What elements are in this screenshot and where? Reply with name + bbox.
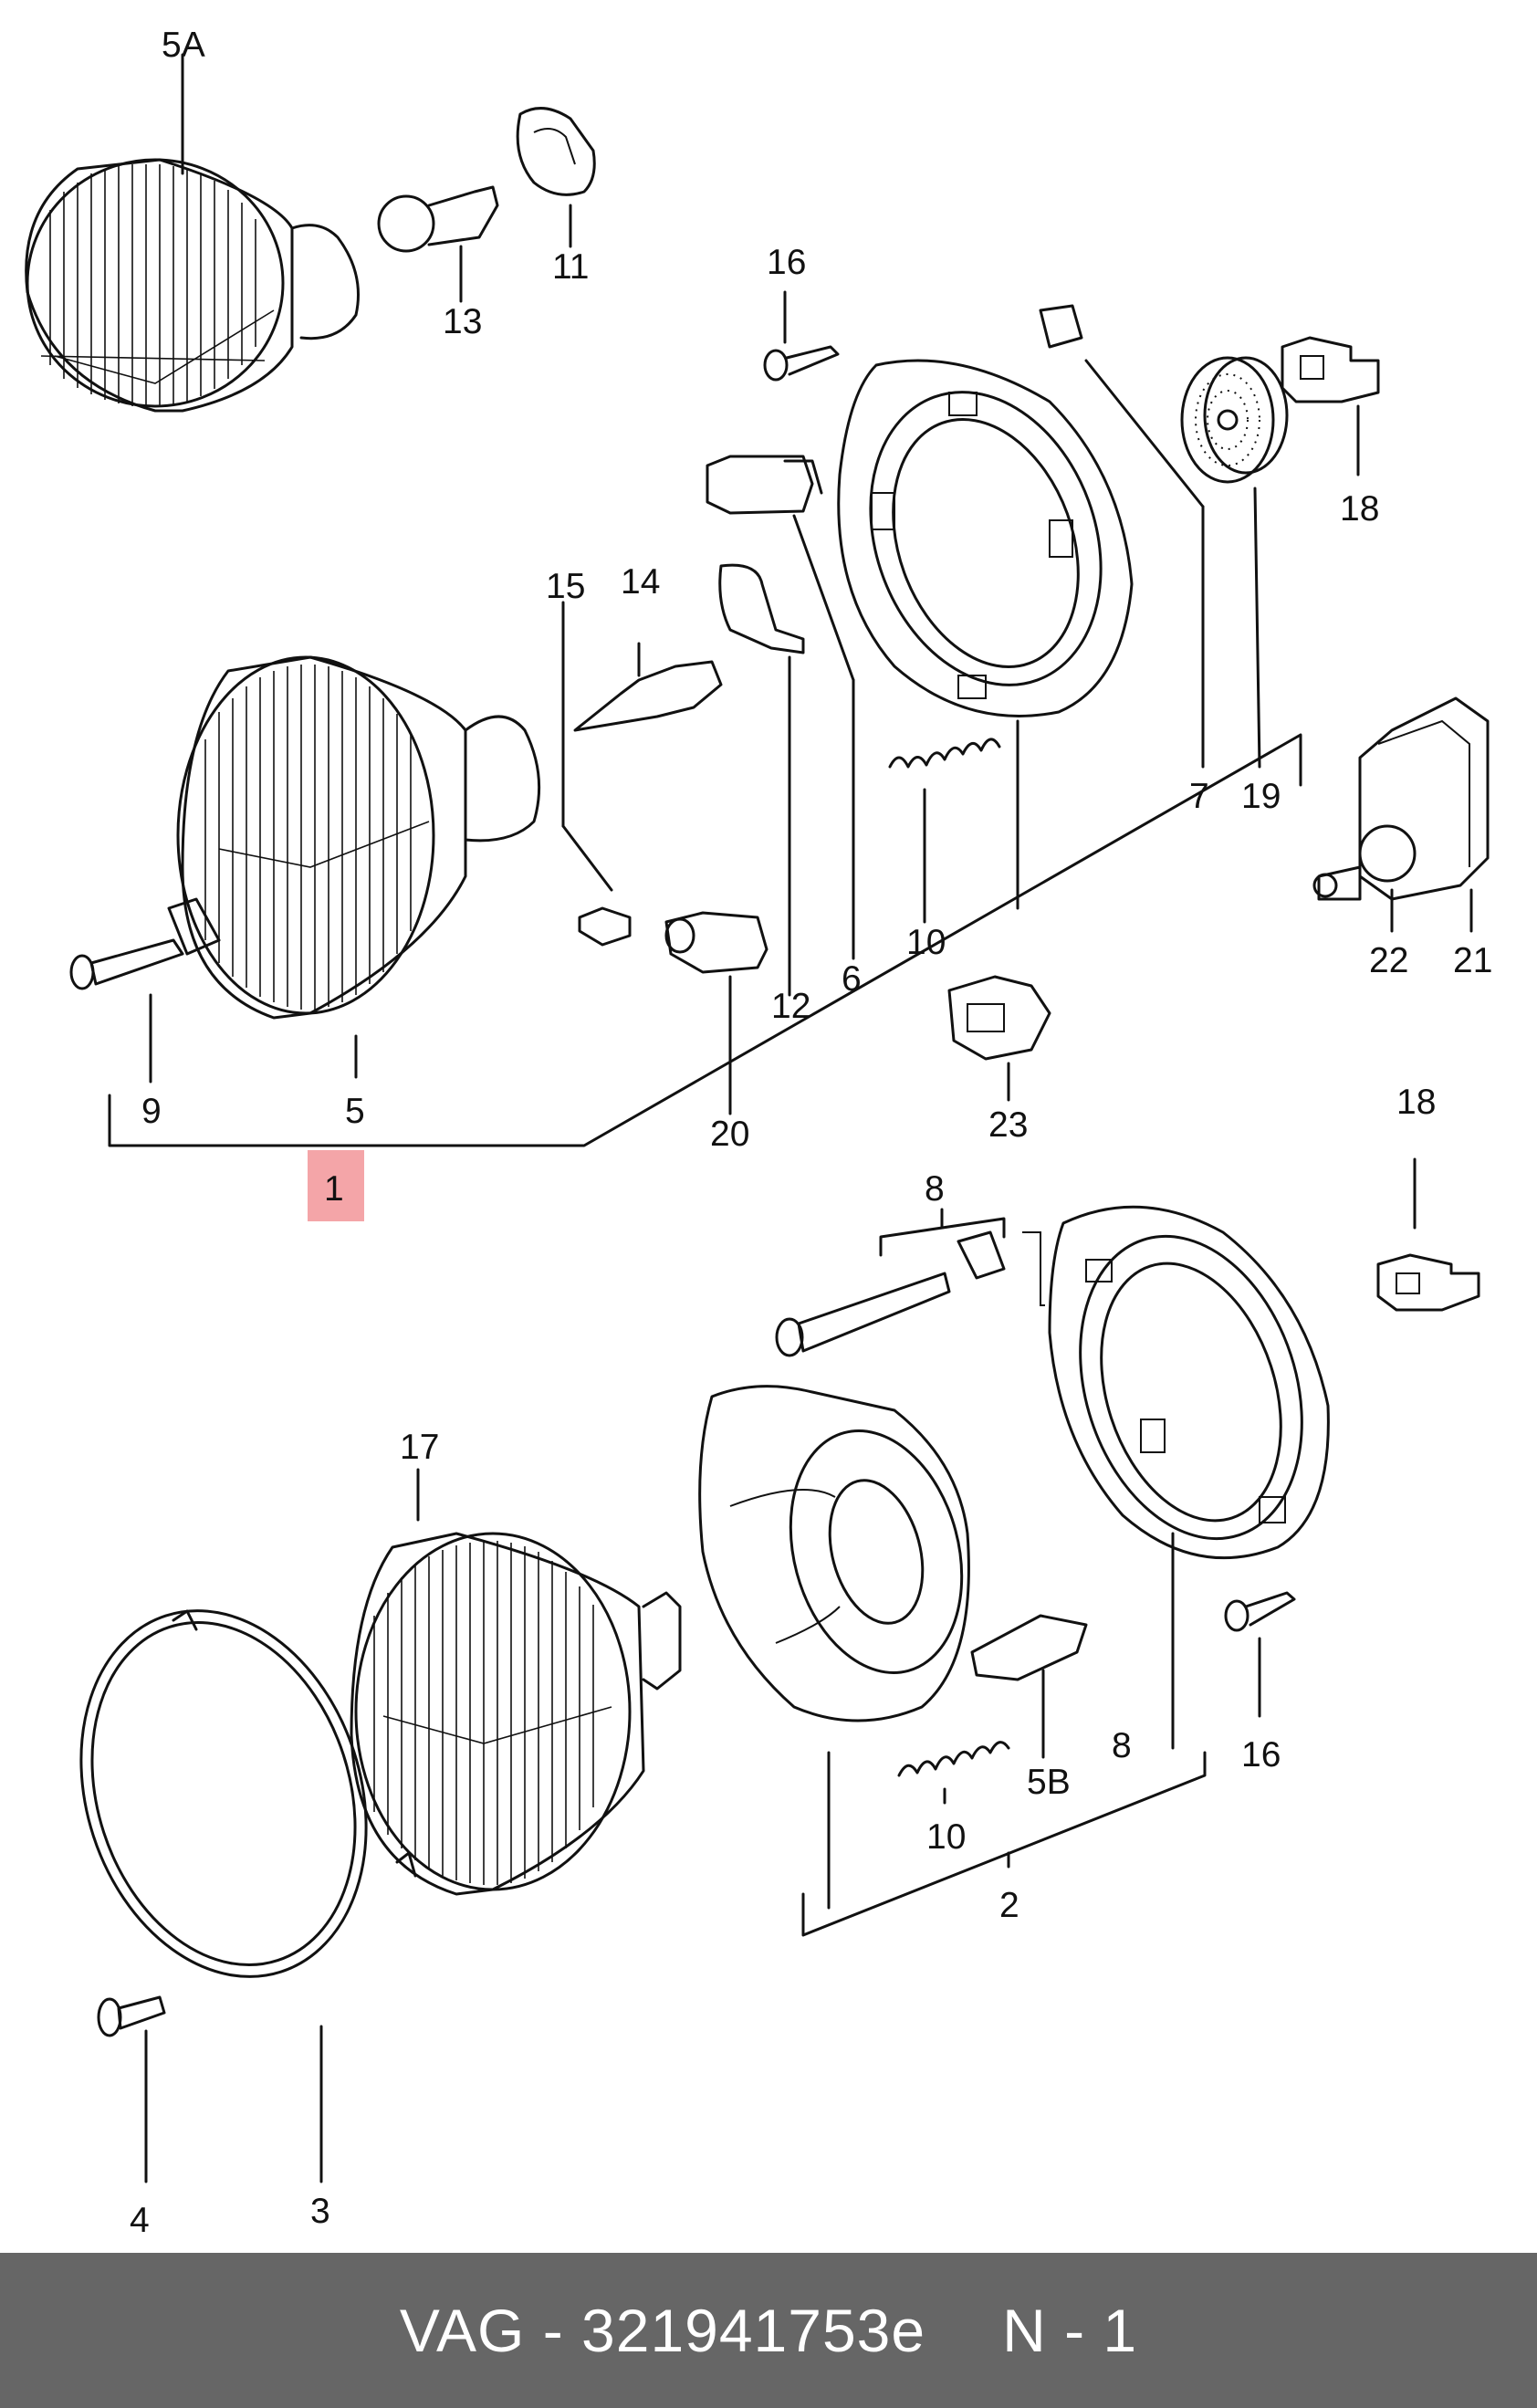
disc-19: [1180, 356, 1289, 769]
callout-11: 11: [552, 247, 590, 287]
holder-20: [664, 911, 768, 1115]
callout-10-lower: 10: [926, 1817, 966, 1857]
headlamp-17: [350, 1468, 682, 1896]
spring-10-lower: [897, 1741, 1010, 1805]
callout-19: 19: [1241, 777, 1281, 816]
callout-5: 5: [345, 1092, 365, 1131]
group-bracket-2: [801, 1751, 1207, 1937]
screw-9: [69, 897, 221, 1084]
callout-5b: 5B: [1027, 1763, 1071, 1802]
group-bracket-1: [108, 733, 1302, 1147]
bulb-holder-22: [1312, 824, 1417, 933]
callout-18-lower: 18: [1396, 1083, 1436, 1122]
mounting-ring-lower: [1022, 1205, 1330, 1750]
headlamp-5a: [25, 53, 360, 413]
footer-bar: VAG - 321941753e N - 1: [0, 2253, 1537, 2408]
highlight-box-1: [308, 1150, 364, 1221]
bulb-13: [377, 185, 499, 303]
cap-21: [1358, 696, 1490, 933]
socket-clip-11: [516, 107, 596, 248]
spring-clip-12: [718, 563, 805, 997]
callout-21: 21: [1453, 941, 1492, 980]
screw-16-lower: [1224, 1591, 1296, 1718]
callout-5a: 5A: [162, 26, 205, 65]
mounting-ring-upper: [837, 359, 1134, 910]
callout-17: 17: [400, 1428, 439, 1467]
footer-separator: -: [542, 2297, 564, 2364]
pad-7: [1039, 304, 1205, 769]
headlamp-5: [176, 655, 541, 1079]
callout-13: 13: [443, 302, 482, 341]
connector-18-upper: [1281, 336, 1380, 476]
callout-9: 9: [141, 1092, 162, 1131]
bulb-14: [573, 642, 723, 732]
callout-16-upper: 16: [767, 243, 806, 282]
callout-2: 2: [999, 1886, 1019, 1925]
spring-10-upper: [888, 738, 1001, 924]
footer-part-number: 321941753e: [581, 2297, 926, 2364]
plug-23: [947, 975, 1051, 1102]
connector-18-lower: [1376, 1157, 1480, 1312]
parts-diagram: 5A 13 11 16 6 12: [25, 26, 1492, 2240]
callout-20: 20: [710, 1115, 749, 1154]
adjuster-5b: [970, 1614, 1088, 1759]
callout-1: 1: [324, 1169, 344, 1209]
callout-22: 22: [1369, 941, 1408, 980]
callout-23: 23: [988, 1105, 1028, 1145]
screw-8: [775, 1208, 1006, 1357]
bulb-15: [561, 601, 632, 947]
trim-ring-3: [79, 1609, 417, 2183]
callout-3: 3: [310, 2192, 330, 2231]
callout-16-lower: 16: [1241, 1735, 1281, 1775]
adjuster-6: [706, 455, 855, 960]
callout-15: 15: [546, 567, 585, 606]
callout-7: 7: [1189, 777, 1209, 816]
callout-14: 14: [621, 562, 660, 602]
screw-16-upper: [763, 290, 840, 382]
footer-page-label: N - 1: [1002, 2297, 1138, 2364]
screw-4: [97, 1995, 166, 2183]
reflector-housing: [698, 1385, 970, 1910]
callout-8-lower: 8: [1112, 1726, 1132, 1765]
callout-4: 4: [130, 2201, 150, 2240]
footer-brand: VAG: [399, 2297, 526, 2364]
callout-8-upper: 8: [925, 1169, 945, 1209]
callout-18-upper: 18: [1340, 489, 1379, 529]
